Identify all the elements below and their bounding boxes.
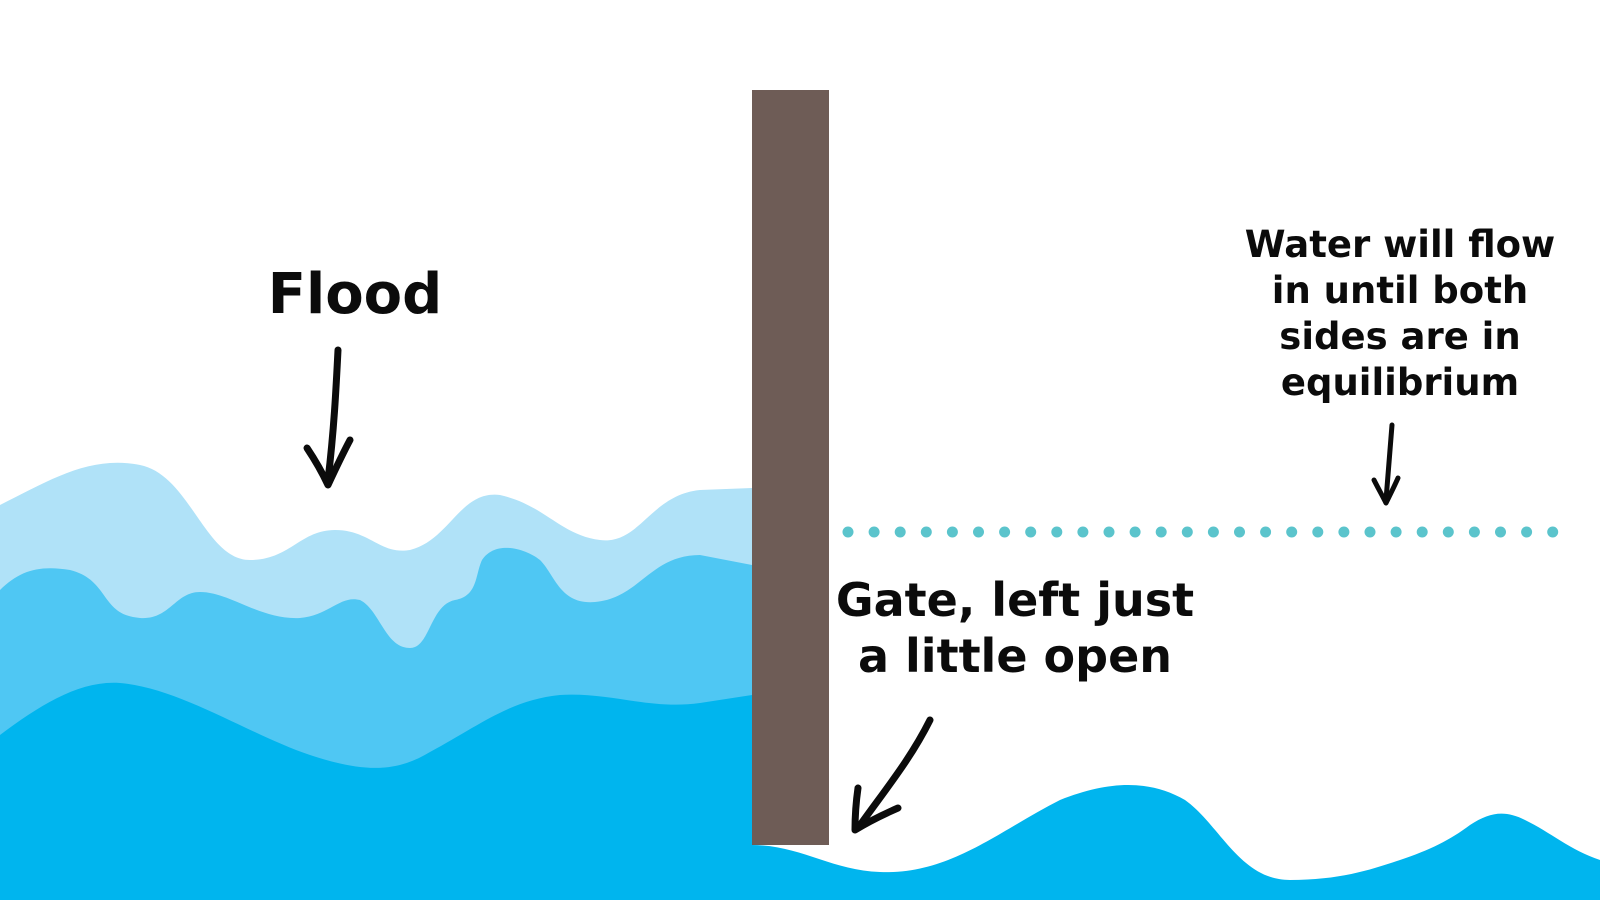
equilibrium-dot [1077, 526, 1089, 538]
equilibrium-dot [1025, 526, 1037, 538]
equilibrium-dot [1521, 526, 1533, 538]
equilibrium-dot [1390, 526, 1402, 538]
equilibrium-dot [1364, 526, 1376, 538]
equilibrium-dot [1312, 526, 1324, 538]
equilibrium-dot [1181, 526, 1193, 538]
gate-post [752, 90, 829, 845]
equilibrium-dot [1260, 526, 1272, 538]
equilibrium-arrow-icon [1371, 422, 1401, 506]
equilibrium-dot [1416, 526, 1428, 538]
flood-label: Flood [267, 262, 443, 327]
equilibrium-dot [1051, 526, 1063, 538]
equilibrium-dot [1129, 526, 1141, 538]
equilibrium-dot [1547, 526, 1559, 538]
equilibrium-dot [1286, 526, 1298, 538]
equilibrium-dot [920, 526, 932, 538]
equilibrium-dot [1234, 526, 1245, 538]
equilibrium-dot [999, 526, 1011, 538]
equilibrium-label: Water will flow in until both sides are … [1244, 223, 1556, 404]
equilibrium-dot [868, 526, 880, 538]
equilibrium-dot [1103, 526, 1115, 538]
equilibrium-line [842, 526, 1559, 538]
equilibrium-dot [946, 526, 958, 538]
equilibrium-dot [1155, 526, 1167, 538]
equilibrium-dot [1442, 526, 1454, 538]
gate-arrow-icon [851, 716, 934, 834]
equilibrium-dot [1468, 526, 1480, 538]
equilibrium-dot [1495, 526, 1506, 538]
equilibrium-dot [842, 526, 854, 538]
equilibrium-dot [973, 526, 984, 538]
flood-water-deep-layer [0, 682, 752, 900]
equilibrium-dot [1338, 526, 1350, 538]
right-side-water [752, 785, 1600, 900]
flood-arrow-icon [303, 346, 354, 489]
equilibrium-dot [1207, 526, 1219, 538]
equilibrium-dot [894, 526, 906, 538]
gate-label: Gate, left just a little open [835, 573, 1195, 683]
